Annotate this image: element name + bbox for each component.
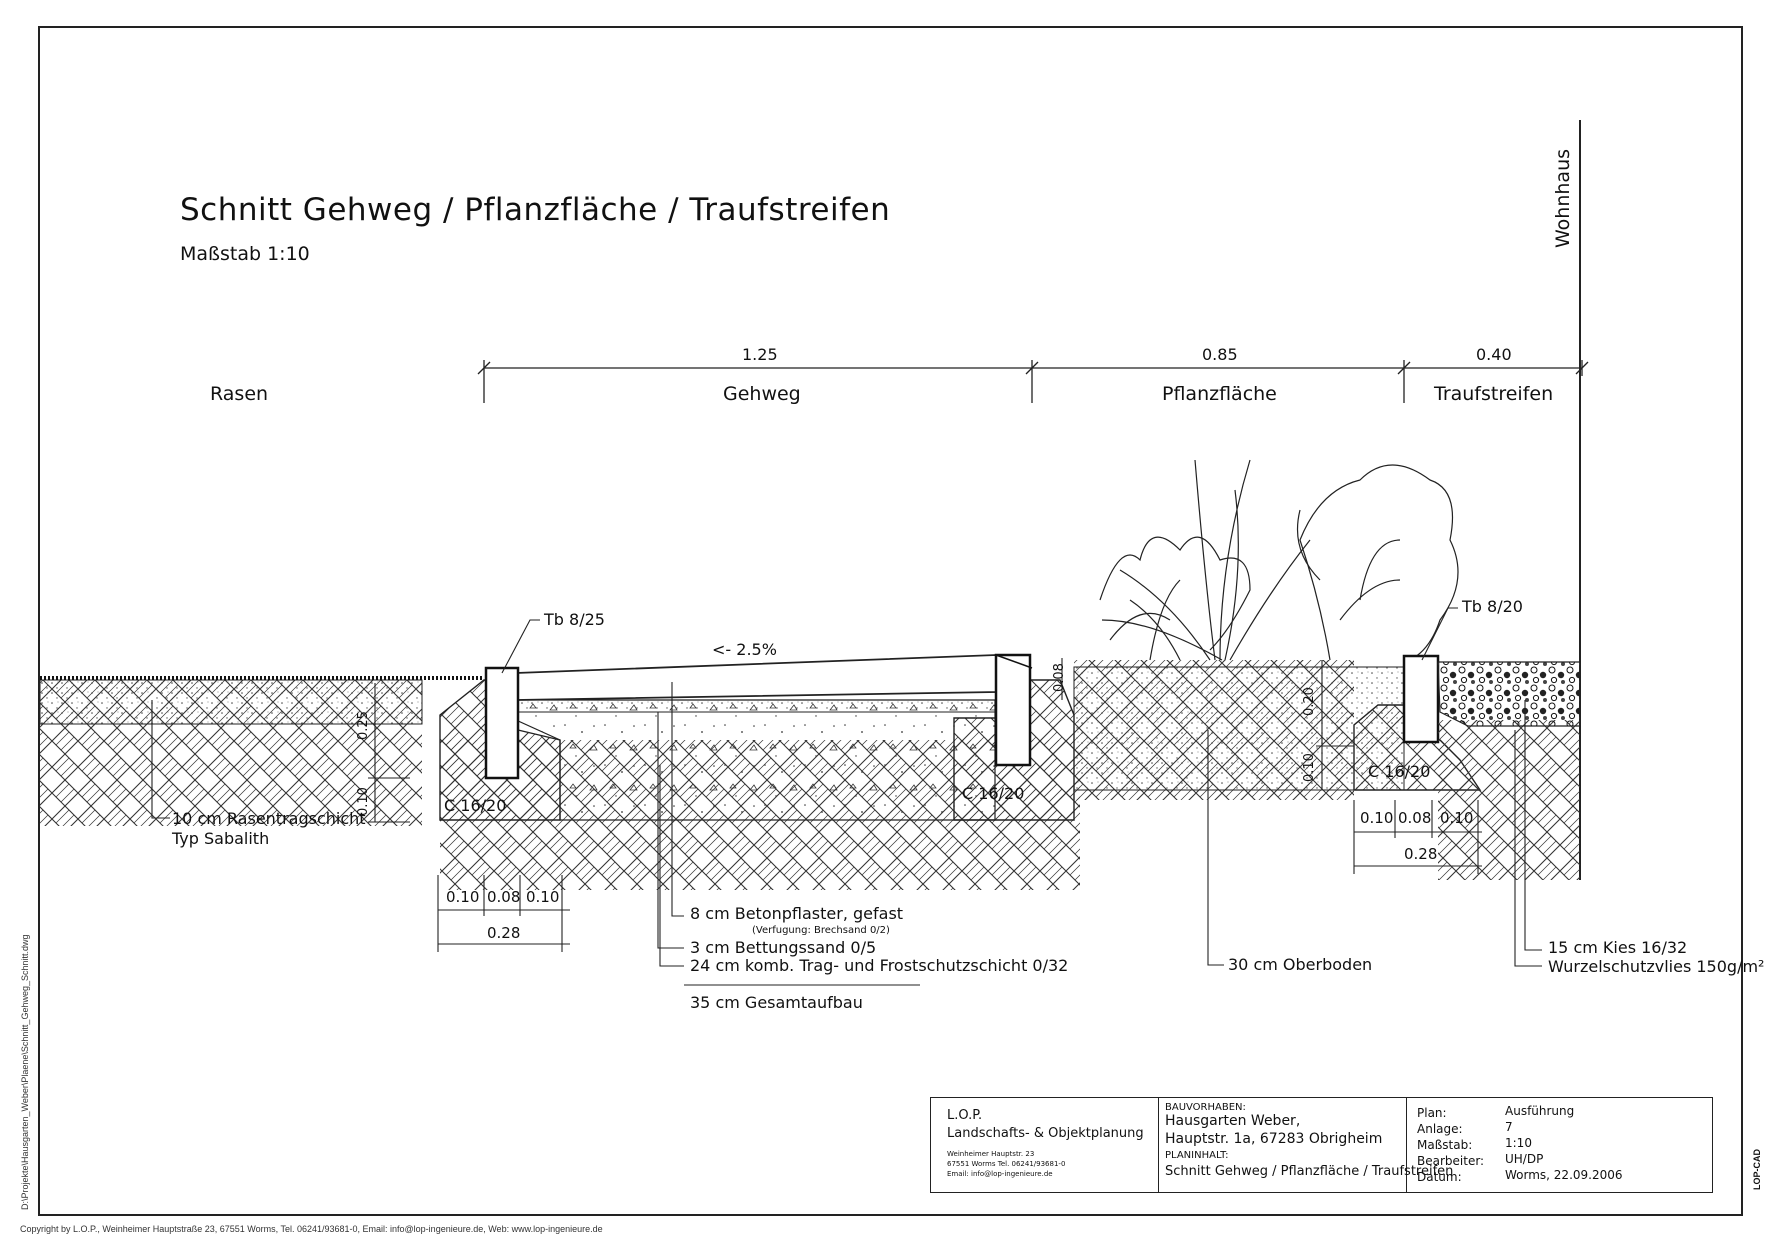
pflanzflaeche-section	[1073, 459, 1482, 800]
concrete-left-label: C 16/20	[444, 796, 507, 815]
anlage-key: Anlage:	[1417, 1122, 1463, 1136]
plan-info-cell: Plan: Ausführung Anlage: 7 Maßstab: 1:10…	[1407, 1098, 1714, 1192]
foot-left-dim-3: 0.10	[526, 888, 560, 906]
content-label: PLANINHALT:	[1165, 1150, 1229, 1161]
bearbeiter-value: UH/DP	[1505, 1152, 1544, 1166]
layer-vlies: Wurzelschutzvlies 150g/m²	[1548, 957, 1765, 976]
zone-rasen: Rasen	[210, 383, 269, 405]
plant-illustration	[1099, 459, 1459, 661]
zone-traufstreifen: Traufstreifen	[1434, 383, 1554, 405]
project-cell: BAUVORHABEN: Hausgarten Weber, Hauptstr.…	[1159, 1098, 1453, 1192]
layer-trag: 24 cm komb. Trag- und Frostschutzschicht…	[690, 956, 1069, 975]
layer-pflaster-note: (Verfugung: Brechsand 0/2)	[752, 925, 890, 936]
top-dimension-line	[477, 360, 1589, 403]
massstab-key: Maßstab:	[1417, 1138, 1473, 1152]
foot-right-dim-3: 0.10	[1440, 809, 1474, 827]
curb-right-label: Tb 8/20	[1462, 597, 1523, 616]
office-address-2: 67551 Worms Tel. 06241/93681-0	[947, 1160, 1066, 1168]
office-subtitle: Landschafts- & Objektplanung	[947, 1126, 1144, 1141]
content-text: Schnitt Gehweg / Pflanzfläche / Traufstr…	[1165, 1164, 1454, 1179]
layer-oberboden: 30 cm Oberboden	[1228, 955, 1373, 974]
zone-pflanzflaeche: Pflanzfläche	[1162, 383, 1277, 405]
massstab-value: 1:10	[1505, 1136, 1532, 1150]
foot-right-dim-1: 0.10	[1360, 809, 1394, 827]
curb-left-label: Tb 8/25	[544, 610, 605, 629]
concrete-mid-label: C 16/20	[962, 784, 1025, 803]
foot-left-total: 0.28	[487, 924, 521, 942]
project-label: BAUVORHABEN:	[1165, 1102, 1246, 1113]
vdim-025: 0.25	[356, 711, 371, 740]
office-address-3: Email: info@lop-ingenieure.de	[947, 1170, 1053, 1178]
plan-key: Plan:	[1417, 1106, 1447, 1120]
zone-gehweg: Gehweg	[723, 383, 801, 405]
layer-pflaster: 8 cm Betonpflaster, gefast	[690, 904, 904, 923]
foot-left-dim-2: 0.08	[487, 888, 521, 906]
concrete-right-label: C 16/20	[1368, 762, 1431, 781]
anlage-value: 7	[1505, 1120, 1513, 1134]
rasen-layer-2: Typ Sabalith	[172, 829, 270, 848]
plan-value: Ausführung	[1505, 1104, 1575, 1118]
vdim-008: 0.08	[1052, 663, 1067, 692]
vdim-020: 0.20	[1302, 687, 1317, 716]
layer-kies: 15 cm Kies 16/32	[1548, 938, 1688, 957]
drawing-title: Schnitt Gehweg / Pflanzfläche / Traufstr…	[180, 192, 891, 228]
traufstreifen-section	[1437, 661, 1581, 880]
project-line-2: Hauptstr. 1a, 67283 Obrigheim	[1165, 1131, 1383, 1147]
layer-total: 35 cm Gesamtaufbau	[690, 993, 863, 1012]
vertical-dimensions	[368, 658, 1354, 823]
office-address-1: Weinheimer Hauptstr. 23	[947, 1150, 1035, 1158]
office-name: L.O.P.	[947, 1108, 983, 1123]
dim-gehweg: 1.25	[742, 345, 778, 364]
rasen-section	[39, 676, 484, 826]
foot-right-dim-2: 0.08	[1398, 809, 1432, 827]
rasen-layer-1: 10 cm Rasentragschicht	[172, 809, 366, 828]
bearbeiter-key: Bearbeiter:	[1417, 1154, 1485, 1168]
project-line-1: Hausgarten Weber,	[1165, 1113, 1301, 1129]
cad-tag: LOP-CAD	[1752, 1149, 1762, 1190]
dim-traufstreifen: 0.40	[1476, 345, 1512, 364]
datum-value: Worms, 22.09.2006	[1505, 1168, 1623, 1182]
foot-right-total: 0.28	[1404, 845, 1438, 863]
foot-dimension-lines	[437, 800, 1482, 952]
title-block: L.O.P. Landschafts- & Objektplanung Wein…	[930, 1097, 1713, 1193]
file-path: D:\Projekte\Hausgarten_Weber\Plaene\Schn…	[20, 934, 30, 1211]
drawing-scale: Maßstab 1:10	[180, 243, 310, 265]
foot-left-dim-1: 0.10	[446, 888, 480, 906]
office-cell: L.O.P. Landschafts- & Objektplanung Wein…	[931, 1098, 1159, 1192]
copyright-line: Copyright by L.O.P., Weinheimer Hauptstr…	[20, 1224, 603, 1234]
drawing-frame	[38, 26, 1743, 1216]
gehweg-section	[439, 653, 1080, 890]
slope-label: <- 2.5%	[712, 640, 777, 659]
dim-pflanzflaeche: 0.85	[1202, 345, 1238, 364]
datum-key: Datum:	[1417, 1170, 1462, 1184]
layer-sand: 3 cm Bettungssand 0/5	[690, 938, 877, 957]
leader-lines	[151, 607, 1542, 986]
house-label: Wohnhaus	[1552, 148, 1574, 248]
vdim-010-right: 0.10	[1302, 753, 1317, 782]
